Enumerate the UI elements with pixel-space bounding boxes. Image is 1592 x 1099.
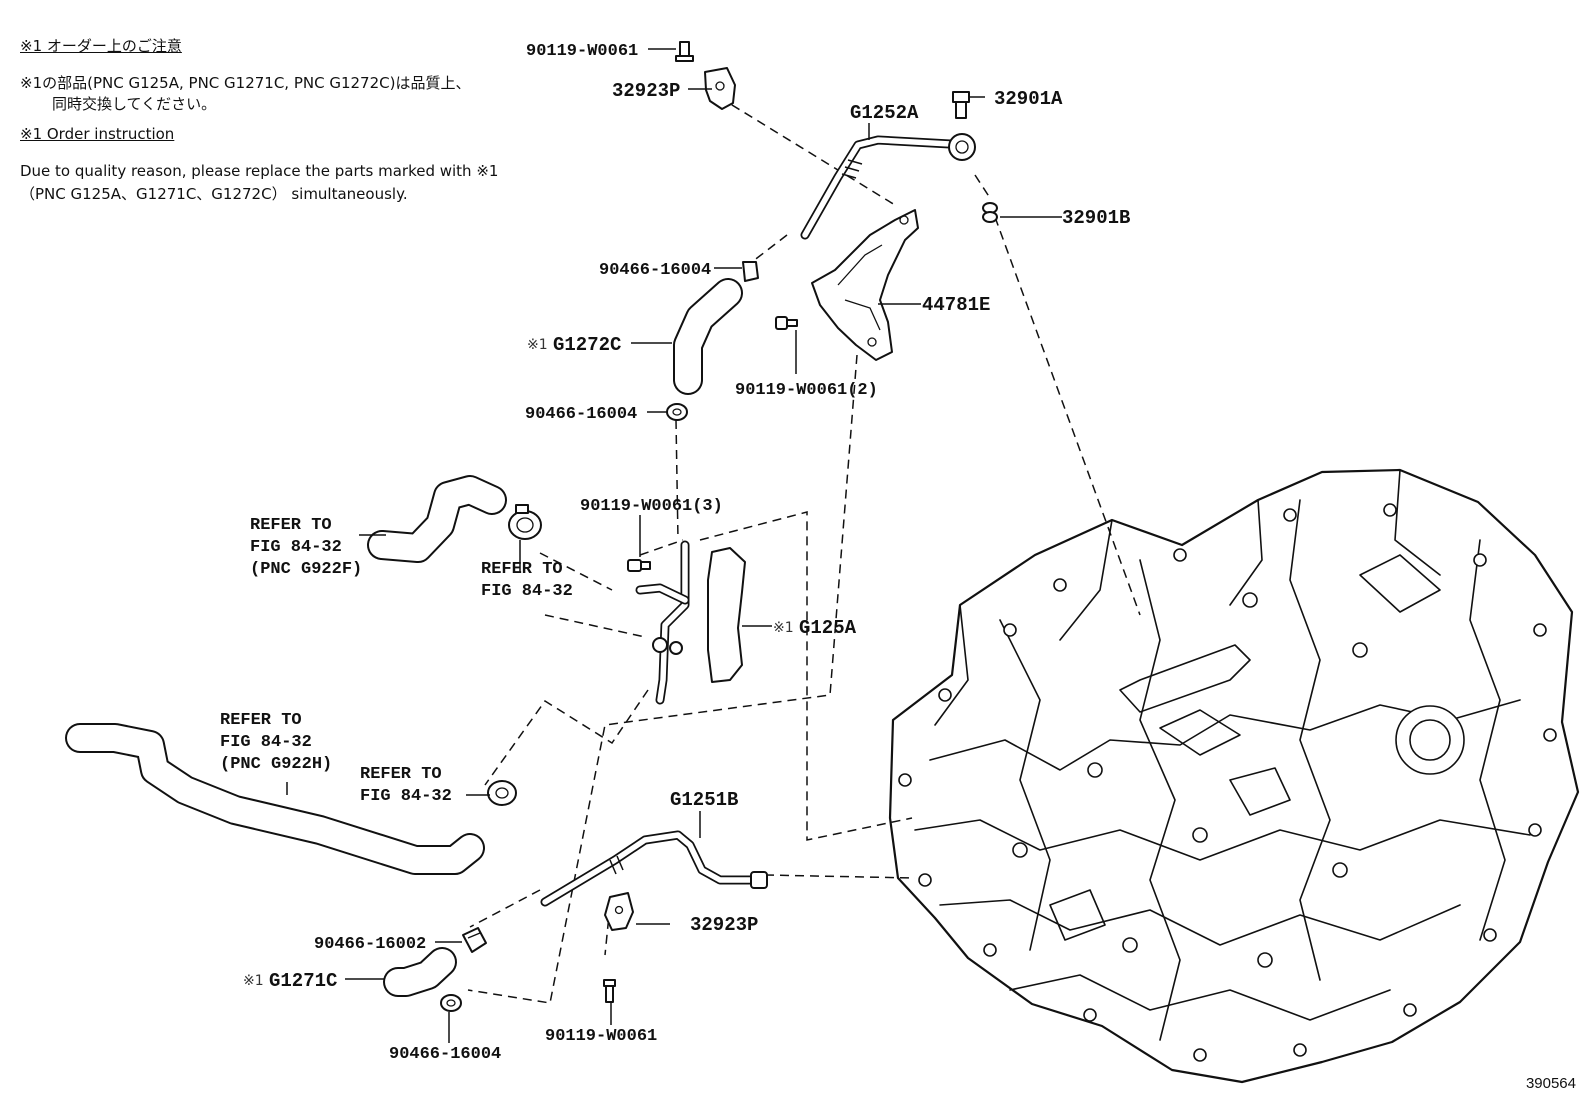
jp-note-heading: ※1 オーダー上のご注意 (20, 37, 182, 55)
bracket-32923p-top-icon (704, 67, 736, 110)
label-bracket-top: 32923P (612, 80, 680, 102)
label-cooler: G125A (799, 617, 857, 639)
assembly-lines (467, 96, 1141, 1004)
cooler-g125a (635, 540, 746, 705)
label-bolt-2: 90119-W0061(2) (735, 381, 878, 400)
label-pipe-upper: G1252A (850, 102, 919, 124)
label-clamp-16002: 90466-16002 (314, 935, 426, 954)
clamp-ref-d-icon (487, 780, 517, 806)
bolt-top-icon (675, 41, 694, 62)
label-bolt-3: 90119-W0061(3) (580, 497, 723, 516)
ref-c-line3: (PNC G922H) (220, 755, 332, 774)
label-bracket-44781e: 44781E (922, 294, 990, 316)
clamp-ref-b-icon (508, 504, 542, 540)
hose-g1272c (673, 278, 743, 395)
marker-g1272c: ※1 (527, 337, 548, 353)
label-union-bolt: 32901A (994, 88, 1063, 110)
label-clamp-upper: 90466-16004 (599, 261, 711, 280)
jp-note-line1: ※1の部品(PNC G125A, PNC G1271C, PNC G1272C)… (20, 74, 471, 92)
marker-g1271c: ※1 (243, 973, 264, 989)
ref-c-line1: REFER TO (220, 711, 302, 730)
hose-g1271c (383, 947, 457, 997)
bolt-bottom-icon (603, 979, 616, 1003)
label-hose-g1271c: G1271C (269, 970, 337, 992)
bolt-3-icon (627, 559, 651, 572)
ref-c-line2: FIG 84-32 (220, 733, 312, 752)
reference-labels: REFER TO FIG 84-32 (PNC G922F) REFER TO … (220, 516, 573, 806)
en-note-line1: Due to quality reason, please replace th… (20, 162, 499, 180)
diagram-id: 390564 (1526, 1075, 1576, 1092)
label-hose-g1272c: G1272C (553, 334, 621, 356)
hose-g922h (65, 723, 485, 875)
label-bolt-bottom: 90119-W0061 (545, 1027, 657, 1046)
label-pipe-lower: G1251B (670, 789, 738, 811)
ref-d-line1: REFER TO (360, 765, 442, 784)
label-clamp-bottom: 90466-16004 (389, 1045, 501, 1064)
ref-b-line1: REFER TO (481, 560, 563, 579)
ref-a-line2: FIG 84-32 (250, 538, 342, 557)
leader-lines (286, 48, 1062, 1043)
clamp-upper-icon (742, 261, 759, 282)
ref-d-line2: FIG 84-32 (360, 787, 452, 806)
label-bolt-top: 90119-W0061 (526, 42, 638, 61)
ref-b-line2: FIG 84-32 (481, 582, 573, 601)
en-note-line2: （PNC G125A、G1271C、G1272C） simultaneously… (20, 185, 408, 203)
clamp-mid-icon (666, 403, 688, 421)
pipe-g1252a (800, 133, 976, 240)
bracket-44781e-icon (811, 209, 919, 361)
clamp-bottom-icon (440, 994, 462, 1012)
transaxle-assembly (888, 468, 1580, 1084)
hose-g922f (367, 475, 507, 563)
bolt-2-icon (775, 316, 798, 330)
part-labels: 90119-W0061 32923P 32901A 32901B G1252A … (243, 42, 1130, 1064)
marker-g125a: ※1 (773, 620, 794, 636)
bracket-32923p-lower-icon (604, 892, 634, 931)
ref-a-line1: REFER TO (250, 516, 332, 535)
ref-a-line3: (PNC G922F) (250, 560, 362, 579)
label-clamp-mid: 90466-16004 (525, 405, 637, 424)
en-note-heading: ※1 Order instruction (20, 125, 175, 143)
jp-note-line2: 同時交換してください。 (52, 95, 217, 113)
pipe-g1251b (540, 830, 768, 907)
label-gasket: 32901B (1062, 207, 1130, 229)
gasket-icon (982, 202, 998, 223)
clamp-16002-icon (462, 927, 487, 953)
union-bolt-icon (952, 91, 970, 119)
label-bracket-lower: 32923P (690, 914, 758, 936)
